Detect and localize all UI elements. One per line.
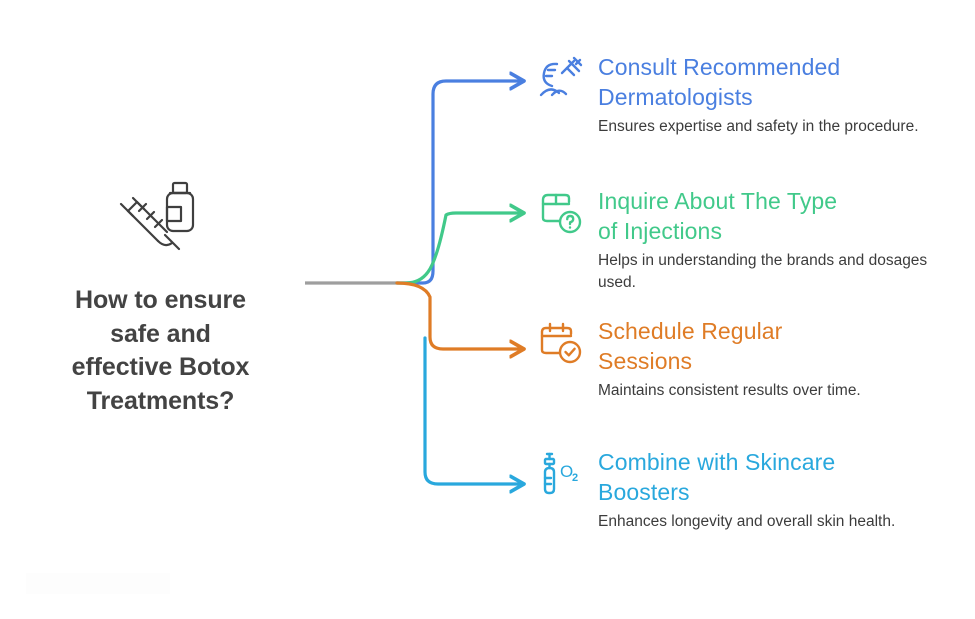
watermark	[26, 573, 170, 594]
branch-item-combine-skincare-boosters[interactable]: O 2 Combine with Skincare Boosters Enhan…	[538, 447, 938, 533]
branch-description: Helps in understanding the brands and do…	[598, 251, 928, 291]
branch-description: Ensures expertise and safety in the proc…	[598, 117, 919, 135]
connector-branch-3	[395, 281, 524, 349]
branch-heading-line: Consult Recommended	[598, 54, 841, 80]
connector-branch-2	[395, 213, 524, 285]
branch-heading-line: Boosters	[598, 479, 690, 506]
branch-heading: Schedule Regular Sessions	[598, 316, 938, 377]
syringe-vial-icon	[119, 181, 194, 251]
branch-description: Maintains consistent results over time.	[598, 381, 861, 399]
branch-item-consult-dermatologists[interactable]: Consult Recommended Dermatologists Ensur…	[538, 52, 938, 138]
calendar-check-icon	[540, 322, 582, 364]
branch-heading: Inquire About The Type of Injections	[598, 186, 938, 247]
branch-heading-line: Inquire About The Type	[598, 188, 838, 214]
root-title-line: effective Botox	[71, 353, 250, 381]
branch-heading-line: Dermatologists	[598, 84, 753, 111]
connector-branch-4	[423, 336, 524, 484]
o2-label: O	[560, 462, 573, 481]
branch-text: Schedule Regular Sessions Maintains cons…	[598, 316, 938, 402]
branch-text: Consult Recommended Dermatologists Ensur…	[598, 52, 938, 138]
root-title-line: How to ensure	[75, 286, 246, 314]
o2-subscript: 2	[572, 472, 578, 484]
package-question-icon	[541, 193, 582, 234]
pump-bottle-o2-icon: O 2	[543, 452, 578, 495]
root-node: How to ensure safe and effective Botox T…	[28, 180, 293, 418]
branch-description: Enhances longevity and overall skin heal…	[598, 512, 896, 530]
branch-heading-line: Sessions	[598, 348, 693, 375]
root-title-line: Treatments?	[86, 386, 235, 415]
root-title-line: safe and	[110, 319, 211, 348]
branch-heading-line: Combine with Skincare	[598, 449, 836, 475]
face-syringe-icon	[539, 56, 583, 97]
connector-branch-1	[395, 81, 524, 285]
root-title: How to ensure safe and effective Botox T…	[72, 284, 250, 418]
branch-text: Combine with Skincare Boosters Enhances …	[598, 447, 938, 533]
branch-item-inquire-injection-type[interactable]: Inquire About The Type of Injections Hel…	[538, 186, 938, 294]
branch-item-schedule-sessions[interactable]: Schedule Regular Sessions Maintains cons…	[538, 316, 938, 402]
branch-text: Inquire About The Type of Injections Hel…	[598, 186, 938, 294]
branch-heading-line: of Injections	[598, 218, 723, 245]
branch-heading: Consult Recommended Dermatologists	[598, 52, 938, 113]
branch-heading-line: Schedule Regular	[598, 318, 783, 344]
branch-heading: Combine with Skincare Boosters	[598, 447, 938, 508]
